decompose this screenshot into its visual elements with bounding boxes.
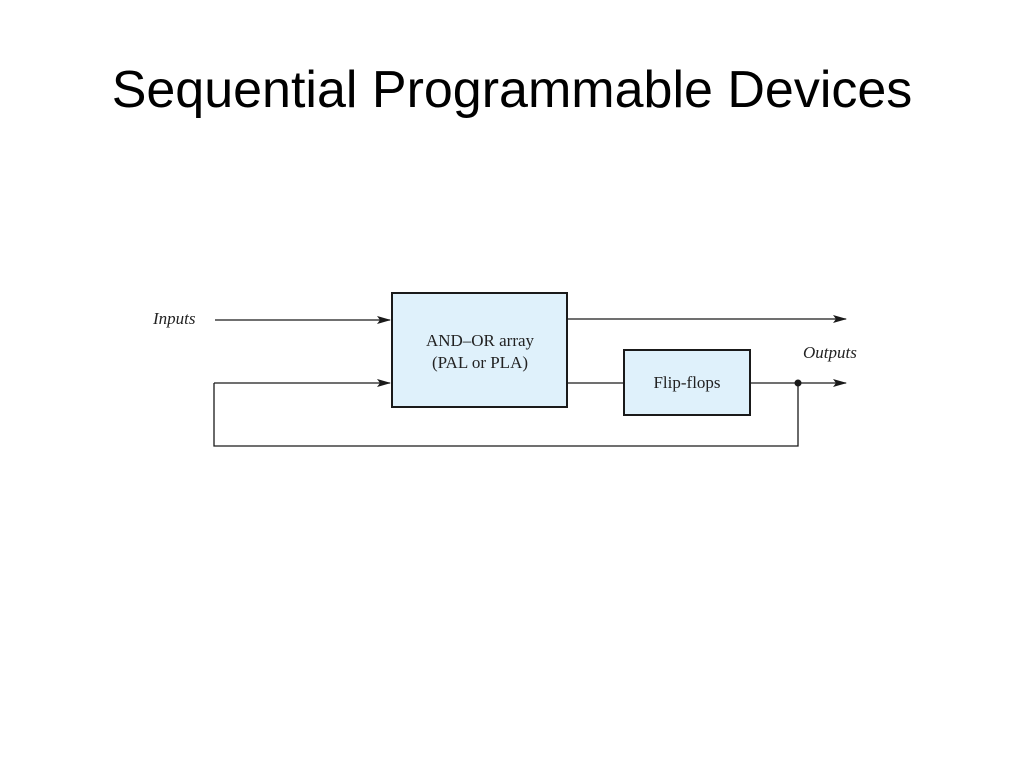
flipflops-label: Flip-flops — [653, 373, 720, 392]
flipflops-block — [623, 349, 751, 416]
feedback-loop — [213, 383, 799, 447]
and-or-array-label: AND–OR array — [426, 331, 535, 350]
and-or-array-block — [391, 292, 568, 408]
inputs-label: Inputs — [152, 309, 196, 328]
slide-title: Sequential Programmable Devices — [111, 61, 913, 119]
outputs-label: Outputs — [803, 343, 857, 362]
pal-pla-label: (PAL or PLA) — [432, 353, 528, 372]
